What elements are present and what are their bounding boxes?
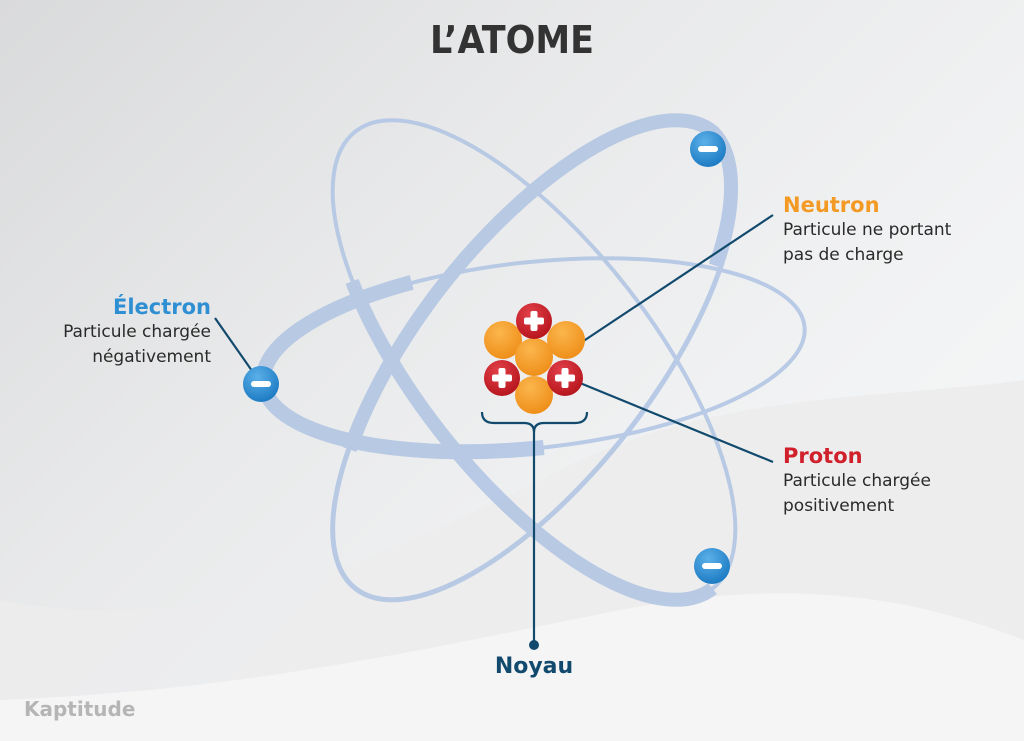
proton-label: Proton Particule chargée positivement	[783, 443, 931, 519]
neutron-name: Neutron	[783, 193, 880, 217]
electron-desc-line1: Particule chargée	[63, 322, 211, 342]
proton-icon	[484, 360, 520, 396]
electron-name: Électron	[112, 295, 211, 319]
noyau-leader-dot	[529, 640, 539, 650]
electron-desc-line2: négativement	[92, 347, 211, 367]
neutron-desc-line2: pas de charge	[783, 245, 904, 265]
proton-desc-line1: Particule chargée	[783, 471, 931, 491]
proton-icon	[516, 303, 552, 339]
page-title: L’ATOME	[429, 18, 595, 62]
orbit-diagonal-up	[330, 113, 739, 603]
electron-icon	[690, 131, 726, 167]
neutron-icon	[515, 338, 553, 376]
neutron-label: Neutron Particule ne portant pas de char…	[783, 192, 951, 268]
electron-label: Électron Particule chargée négativement	[63, 294, 211, 370]
nucleus	[484, 303, 585, 414]
electron-leader-line	[214, 317, 258, 379]
neutron-icon	[547, 321, 585, 359]
electron-icon	[694, 548, 730, 584]
neutron-icon	[484, 321, 522, 359]
proton-desc-line2: positivement	[783, 496, 895, 516]
nucleus-bracket	[480, 411, 589, 433]
proton-name: Proton	[783, 444, 863, 468]
brand-watermark: Kaptitude	[24, 697, 136, 721]
neutron-desc-line1: Particule ne portant	[783, 220, 952, 240]
electron-icon	[243, 366, 279, 402]
noyau-label: Noyau	[494, 654, 574, 679]
orbits	[255, 113, 807, 607]
proton-leader-line	[579, 381, 774, 464]
proton-icon	[547, 360, 583, 396]
electrons	[243, 131, 730, 584]
leader-lines	[214, 214, 774, 650]
neutron-icon	[515, 376, 553, 414]
neutron-leader-line	[581, 214, 774, 343]
